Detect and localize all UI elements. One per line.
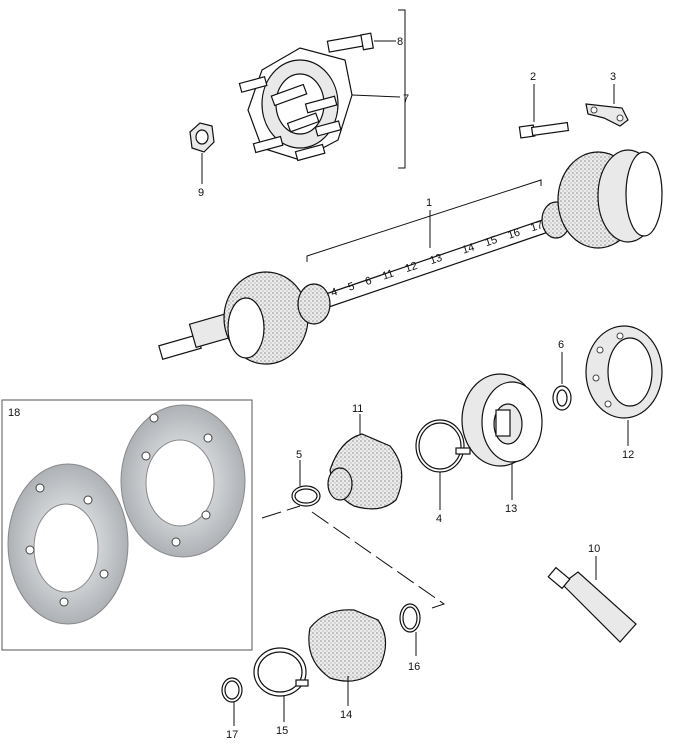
label-15: 15 xyxy=(276,725,288,737)
circlip-6 xyxy=(552,385,572,411)
spacer-plate-front xyxy=(7,463,129,625)
label-11: 11 xyxy=(352,403,363,415)
circlip-17 xyxy=(221,677,243,703)
shaft-callout: 11 xyxy=(381,268,396,283)
label-7: 7 xyxy=(403,93,409,105)
assembly-path-line xyxy=(261,505,446,609)
label-6: 6 xyxy=(558,339,564,351)
clamp-5 xyxy=(291,485,321,507)
bolt-2 xyxy=(518,121,570,139)
label-3: 3 xyxy=(610,71,616,83)
label-5: 5 xyxy=(296,449,302,461)
label-12: 12 xyxy=(622,449,634,461)
boot-14 xyxy=(308,609,387,682)
shaft-callout: 12 xyxy=(404,260,419,275)
wheel-bolt-studs xyxy=(238,76,342,162)
grease-tube-10 xyxy=(547,566,637,643)
shaft-callout: 16 xyxy=(506,227,521,242)
boot-clamp-4 xyxy=(415,419,471,473)
shaft-callout-list: 4 5 6 11 12 13 14 15 16 17 xyxy=(329,219,544,299)
label-13: 13 xyxy=(505,503,517,515)
flange-12 xyxy=(585,325,663,419)
clamp-16 xyxy=(399,603,421,633)
label-10: 10 xyxy=(588,543,600,555)
bolt-8 xyxy=(326,32,375,53)
label-17: 17 xyxy=(226,729,238,741)
drive-shaft-assembly xyxy=(158,149,663,365)
label-9: 9 xyxy=(198,187,204,199)
boot-clamp-15 xyxy=(253,647,309,697)
spacer-plate-back xyxy=(120,404,246,558)
lock-plate-3 xyxy=(585,103,629,127)
label-18: 18 xyxy=(8,407,20,419)
shaft-callout: 5 xyxy=(347,280,357,293)
spacer-inset-box xyxy=(1,399,253,651)
label-2: 2 xyxy=(530,71,536,83)
shaft-callout-bracket xyxy=(306,179,542,262)
label-4: 4 xyxy=(436,513,442,525)
boot-11 xyxy=(327,433,403,510)
shaft-callout: 14 xyxy=(461,241,476,256)
shaft-callout: 15 xyxy=(484,234,499,249)
label-14: 14 xyxy=(340,709,352,721)
nut-9 xyxy=(189,122,215,153)
cv-joint-13 xyxy=(461,373,543,467)
label-16: 16 xyxy=(408,661,420,673)
shaft-callout: 17 xyxy=(529,219,544,234)
shaft-callout: 13 xyxy=(428,252,443,267)
label-1: 1 xyxy=(426,197,432,209)
shaft-callout: 6 xyxy=(364,275,374,288)
label-8: 8 xyxy=(397,36,403,48)
bracket-7-8 xyxy=(398,9,406,169)
shaft-callout: 4 xyxy=(329,286,339,299)
